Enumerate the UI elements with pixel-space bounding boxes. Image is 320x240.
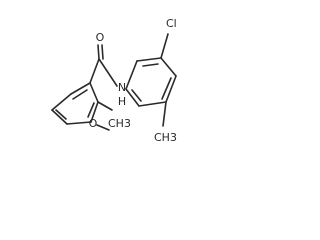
methoxy-bond bbox=[97, 101, 113, 111]
methoxy-bond bbox=[96, 124, 110, 131]
bond bbox=[89, 58, 100, 84]
bond bbox=[55, 109, 67, 120]
bond bbox=[131, 89, 142, 102]
bond bbox=[136, 57, 162, 62]
left-benzene-ring bbox=[51, 82, 99, 125]
bond bbox=[125, 60, 138, 90]
amide-hydrogen-label: H bbox=[118, 95, 126, 108]
bond bbox=[161, 77, 172, 100]
structure-canvas: O N H Cl CH3 O CH3 bbox=[0, 0, 204, 148]
chloro-bond bbox=[160, 33, 169, 59]
bond bbox=[125, 88, 140, 107]
chlorine-label: Cl bbox=[166, 17, 177, 30]
bond bbox=[98, 58, 118, 87]
bond bbox=[89, 82, 99, 103]
methoxy-methyl-label: CH3 bbox=[108, 117, 131, 130]
bond bbox=[51, 93, 72, 111]
molecule-structure: O N H Cl CH3 O CH3 bbox=[51, 17, 177, 144]
methyl-bond bbox=[162, 101, 167, 127]
bond bbox=[142, 63, 159, 67]
bond bbox=[90, 101, 99, 123]
carbonyl-double-bond bbox=[101, 44, 104, 60]
amide-linkage bbox=[89, 44, 118, 87]
carbonyl-oxygen-label: O bbox=[96, 31, 105, 44]
bond bbox=[165, 75, 177, 103]
bond bbox=[160, 57, 177, 77]
bond bbox=[72, 89, 88, 100]
methyl-label: CH3 bbox=[154, 131, 177, 144]
methoxy-oxygen-label: O bbox=[89, 117, 98, 130]
amide-nitrogen-label: N bbox=[118, 81, 126, 94]
bond bbox=[51, 109, 68, 125]
bond bbox=[66, 121, 92, 125]
carbonyl-double-bond bbox=[97, 44, 100, 60]
bond bbox=[87, 102, 95, 118]
right-benzene-ring bbox=[125, 57, 177, 107]
bond bbox=[138, 101, 167, 107]
bond bbox=[70, 82, 91, 95]
